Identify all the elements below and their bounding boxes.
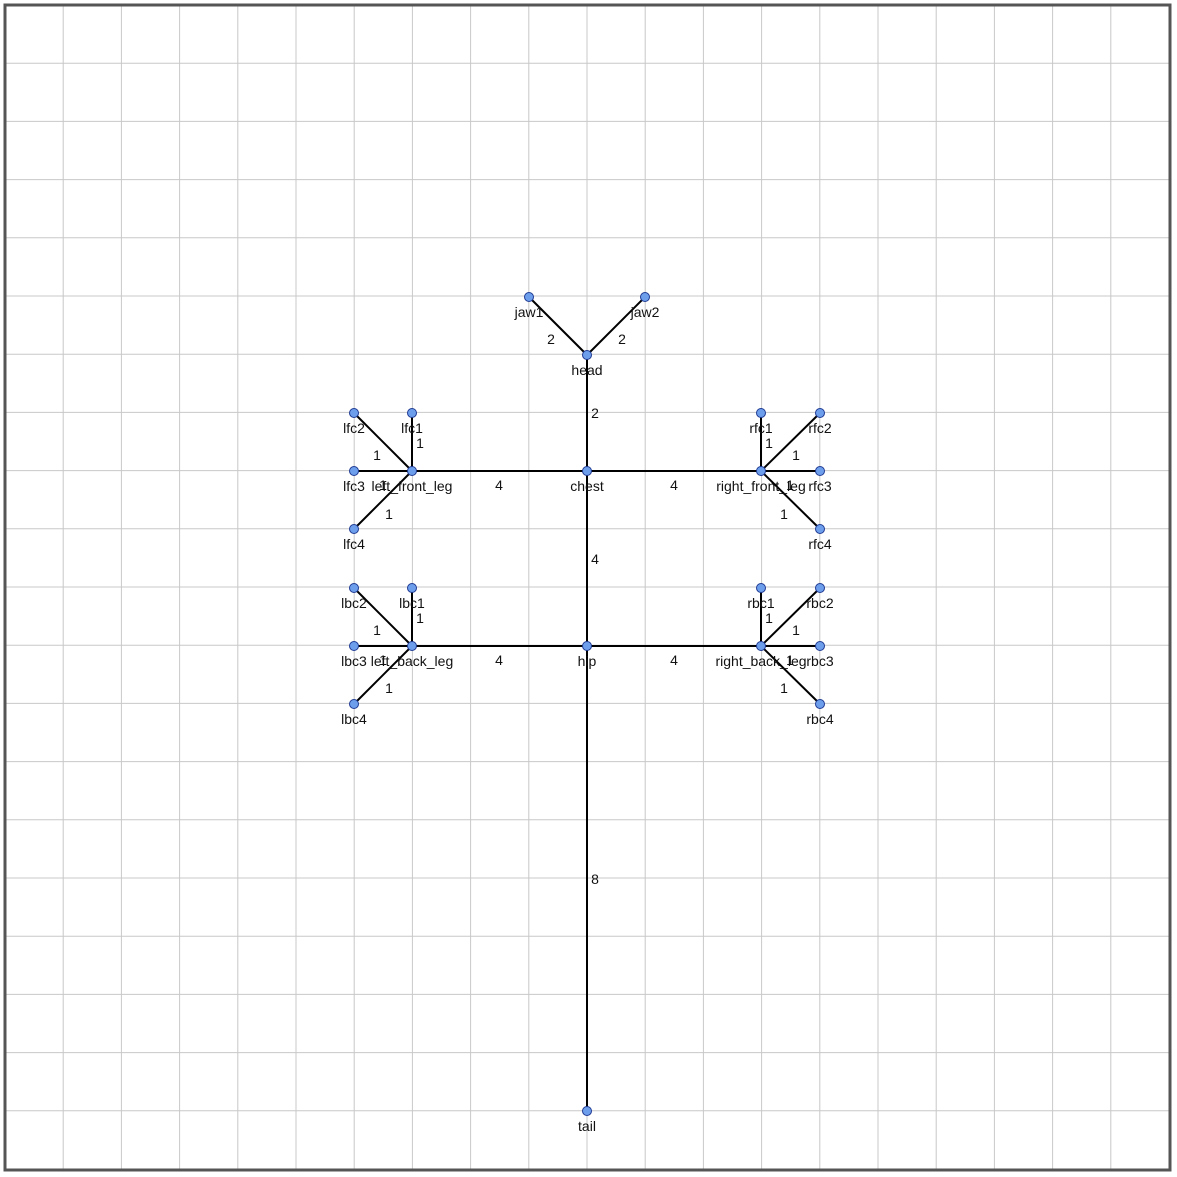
node-label-lbc2: lbc2 [341,595,367,611]
edge-left_front_leg-lfc2 [353,412,413,472]
node-label-left_front_leg: left_front_leg [372,478,453,494]
node-right_front_leg[interactable] [756,466,766,476]
node-label-lfc1: lfc1 [401,420,423,436]
edge-weight-chest-head: 2 [591,405,599,421]
edge-weights: 2 2 2 4 4 4 4 4 8 1 1 1 1 1 1 1 1 1 1 1 1 1 1 1 1 [373,331,800,887]
edge-weight-head-jaw2: 2 [618,331,626,347]
edge-right_back_leg-rbc4 [760,645,821,705]
node-label-jaw2: jaw2 [630,304,660,320]
node-label-hip: hip [578,653,597,669]
edge-right_front_leg-rfc2 [760,412,821,472]
edge-weight-left_front_leg-lfc4: 1 [385,506,393,522]
node-label-lbc1: lbc1 [399,595,425,611]
edge-weight-hip-right_back_leg: 4 [670,652,678,668]
node-rfc1[interactable] [756,408,766,418]
node-lfc2[interactable] [349,408,359,418]
node-label-rbc4: rbc4 [806,711,833,727]
node-jaw1[interactable] [524,292,534,302]
node-left_back_leg[interactable] [407,641,417,651]
edge-weight-left_back_leg-lbc4: 1 [385,680,393,696]
node-label-lbc4: lbc4 [341,711,367,727]
node-label-lbc3: lbc3 [341,653,367,669]
edge-weight-left_back_leg-lbc2: 1 [373,622,381,638]
node-rfc3[interactable] [815,466,825,476]
edge-weight-left_front_leg-lfc3: 1 [379,477,387,493]
node-hip[interactable] [582,641,592,651]
node-label-left_back_leg: left_back_leg [371,653,454,669]
node-rbc2[interactable] [815,583,825,593]
node-label-rbc1: rbc1 [747,595,774,611]
node-lbc2[interactable] [349,583,359,593]
canvas-frame [3,3,1172,1172]
edge-weight-left_front_leg-lfc2: 1 [373,447,381,463]
node-label-rbc3: rbc3 [806,653,833,669]
edge-weight-left_back_leg-lbc1: 1 [416,610,424,626]
node-label-rfc1: rfc1 [749,420,773,436]
node-lbc3[interactable] [349,641,359,651]
node-rfc4[interactable] [815,524,825,534]
node-label-chest: chest [570,478,604,494]
edge-head-jaw1 [528,296,588,356]
node-tail[interactable] [582,1106,592,1116]
edge-weight-right_front_leg-rfc1: 1 [765,435,773,451]
node-lfc3[interactable] [349,466,359,476]
node-chest[interactable] [582,466,592,476]
node-rfc2[interactable] [815,408,825,418]
edge-weight-right_front_leg-rfc3: 1 [786,477,794,493]
edges [353,296,821,1111]
nodes [349,292,825,1116]
node-left_front_leg[interactable] [407,466,417,476]
node-right_back_leg[interactable] [756,641,766,651]
node-lbc4[interactable] [349,699,359,709]
edge-weight-chest-hip: 4 [591,551,599,567]
node-rbc4[interactable] [815,699,825,709]
edge-weight-chest-left_front_leg: 4 [495,477,503,493]
edge-left_back_leg-lbc4 [353,645,413,705]
node-label-rfc2: rfc2 [808,420,832,436]
node-lfc1[interactable] [407,408,417,418]
node-label-lfc4: lfc4 [343,536,365,552]
edge-weight-head-jaw1: 2 [547,331,555,347]
node-label-jaw1: jaw1 [514,304,544,320]
edge-weight-hip-left_back_leg: 4 [495,652,503,668]
edge-left_front_leg-lfc4 [353,470,413,530]
edge-weight-right_front_leg-rfc2: 1 [792,447,800,463]
edge-left_back_leg-lbc2 [353,587,413,647]
edge-weight-right_back_leg-rbc1: 1 [765,610,773,626]
edge-right_front_leg-rfc4 [760,470,821,530]
node-label-rfc3: rfc3 [808,478,832,494]
edge-weight-right_back_leg-rbc4: 1 [780,680,788,696]
node-jaw2[interactable] [640,292,650,302]
node-lfc4[interactable] [349,524,359,534]
edge-weight-right_back_leg-rbc2: 1 [792,622,800,638]
edge-right_back_leg-rbc2 [760,587,821,647]
node-label-lfc2: lfc2 [343,420,365,436]
node-rbc1[interactable] [756,583,766,593]
edge-weight-right_back_leg-rbc3: 1 [786,652,794,668]
node-label-right_back_leg: right_back_leg [715,653,806,669]
node-label-tail: tail [578,1118,596,1134]
node-label-rbc2: rbc2 [806,595,833,611]
node-head[interactable] [582,350,592,360]
node-label-rfc4: rfc4 [808,536,832,552]
node-label-right_front_leg: right_front_leg [716,478,806,494]
edge-weight-left_front_leg-lfc1: 1 [416,435,424,451]
edge-weight-chest-right_front_leg: 4 [670,477,678,493]
edge-weight-hip-tail: 8 [591,871,599,887]
edge-weight-left_back_leg-lbc3: 1 [379,652,387,668]
node-label-lfc3: lfc3 [343,478,365,494]
edge-weight-right_front_leg-rfc4: 1 [780,506,788,522]
node-rbc3[interactable] [815,641,825,651]
node-label-head: head [571,362,602,378]
node-lbc1[interactable] [407,583,417,593]
edge-head-jaw2 [586,296,646,356]
